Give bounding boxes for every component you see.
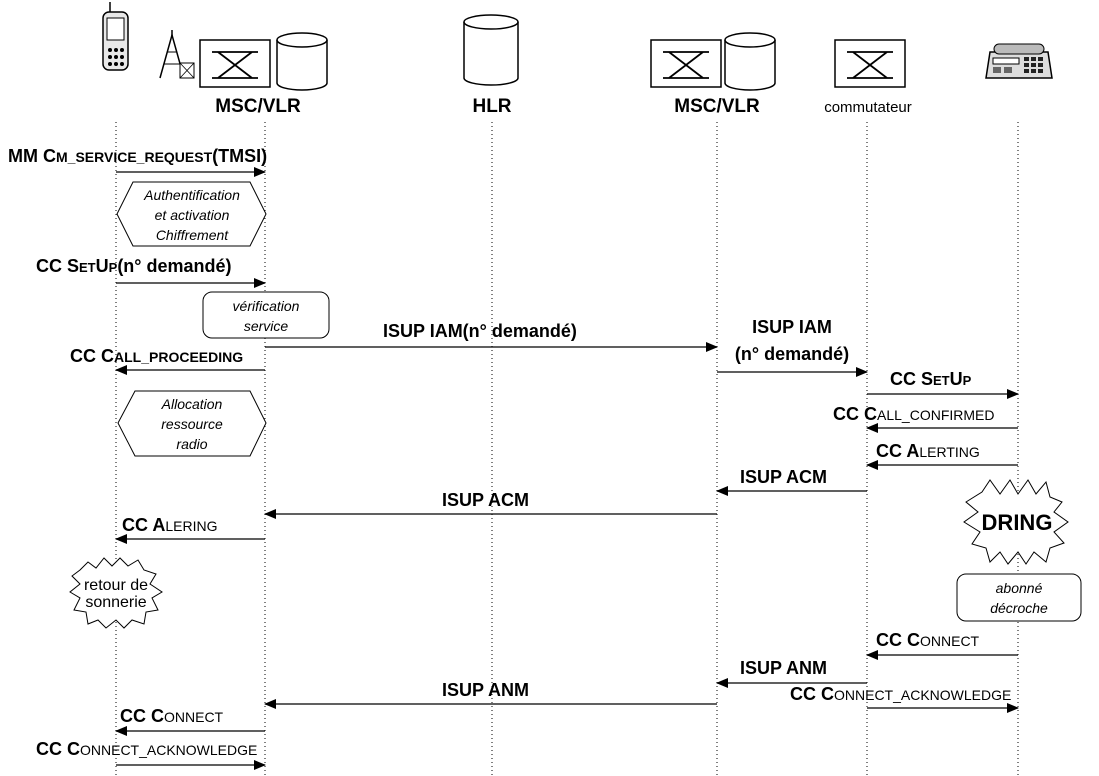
entity-label-msc-vlr-1: MSC/VLR xyxy=(215,96,301,117)
note-dring: DRING xyxy=(963,479,1069,565)
svg-text:et activation: et activation xyxy=(155,207,230,223)
message-label: CC CONNECT_ACKNOWLEDGE xyxy=(790,684,1011,704)
svg-text:DRING: DRING xyxy=(982,510,1053,535)
svg-text:radio: radio xyxy=(176,436,207,452)
message-label: CC CONNECT_ACKNOWLEDGE xyxy=(36,739,257,759)
mobile-phone-icon xyxy=(102,2,129,71)
svg-text:Allocation: Allocation xyxy=(161,396,223,412)
switch-icon xyxy=(834,39,906,88)
message-label: CC SETUP(n° demandé) xyxy=(36,256,232,276)
database-icon xyxy=(463,14,519,86)
svg-text:ressource: ressource xyxy=(161,416,223,432)
svg-text:service: service xyxy=(244,318,289,334)
database-icon xyxy=(724,32,776,91)
message-label: (n° demandé) xyxy=(735,344,849,364)
message-label: ISUP ANM xyxy=(442,680,529,700)
svg-text:vérification: vérification xyxy=(233,298,300,314)
database-icon xyxy=(276,32,328,91)
note-service-verification: vérification service xyxy=(202,291,330,339)
message-label: CC CONNECT xyxy=(120,706,224,726)
desk-phone-icon xyxy=(985,43,1053,79)
svg-text:Authentification: Authentification xyxy=(143,187,240,203)
svg-text:abonné: abonné xyxy=(996,580,1043,596)
antenna-icon xyxy=(159,30,195,79)
entity-label-msc-vlr-2: MSC/VLR xyxy=(674,96,760,117)
message-label: CC SETUP xyxy=(890,369,972,389)
note-subscriber-answers: abonné décroche xyxy=(956,573,1082,622)
note-authentication: Authentification et activation Chiffreme… xyxy=(116,181,267,247)
message-label: CC ALERING xyxy=(122,515,217,535)
message-label: ISUP ANM xyxy=(740,658,827,678)
message-label: MM CM_SERVICE_REQUEST(TMSI) xyxy=(8,146,267,166)
entity-label-hlr: HLR xyxy=(472,96,511,117)
message-label: CC CONNECT xyxy=(876,630,980,650)
svg-text:retour de: retour de xyxy=(84,577,148,594)
message-label: ISUP ACM xyxy=(740,467,827,487)
note-ringback: retour de sonnerie xyxy=(69,557,163,629)
svg-text:Chiffrement: Chiffrement xyxy=(156,227,229,243)
arrows xyxy=(115,167,1019,770)
message-label: ISUP ACM xyxy=(442,490,529,510)
entity-label-switch: commutateur xyxy=(824,99,912,116)
svg-text:décroche: décroche xyxy=(990,600,1048,616)
message-label: ISUP IAM(n° demandé) xyxy=(383,321,577,341)
message-label: CC CALL_PROCEEDING xyxy=(70,346,243,366)
svg-text:sonnerie: sonnerie xyxy=(85,594,146,611)
message-label: CC ALERTING xyxy=(876,441,980,461)
message-label: ISUP IAM xyxy=(752,317,832,337)
lifelines xyxy=(115,122,1019,776)
message-label: CC CALL_CONFIRMED xyxy=(833,404,994,424)
switch-icon xyxy=(199,39,271,88)
note-radio-allocation: Allocation ressource radio xyxy=(117,390,267,457)
switch-icon xyxy=(650,39,722,88)
